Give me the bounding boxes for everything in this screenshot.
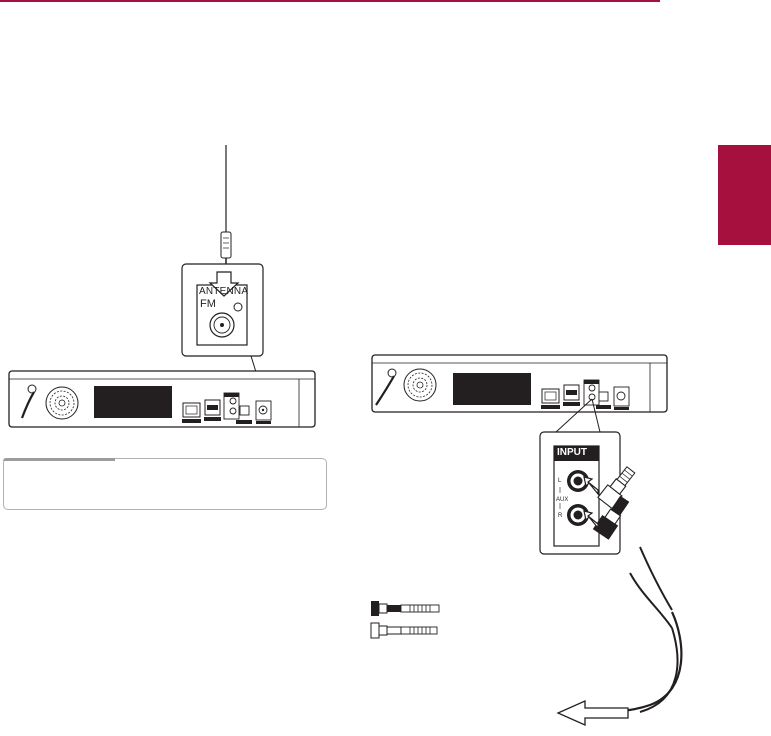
white-plug-icon [371, 623, 437, 638]
input-label: INPUT [557, 448, 587, 458]
rca-plug-legend [371, 601, 439, 638]
main-unit-rear-right [372, 355, 667, 432]
aux-label: AUX [556, 497, 568, 503]
black-plug-icon [371, 601, 439, 616]
fm-label: FM [200, 299, 216, 310]
fm-antenna-wire-illustration [221, 145, 231, 272]
main-unit-rear-left [9, 371, 315, 427]
svg-text:R: R [558, 513, 563, 519]
antenna-label: ANTENNA [199, 287, 248, 297]
